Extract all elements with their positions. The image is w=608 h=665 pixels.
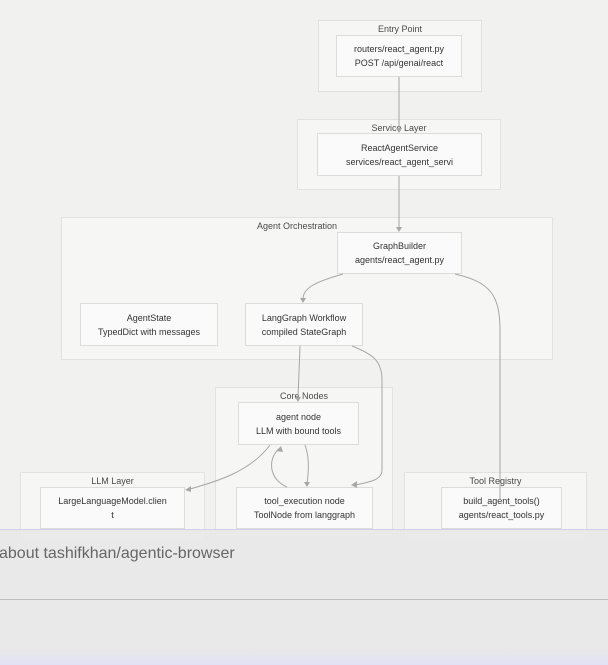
node-graph-builder-line1: GraphBuilder [372, 241, 427, 251]
arrowhead-agent [295, 397, 301, 402]
node-agent: agent node LLM with bound tools [238, 402, 359, 445]
node-workflow: LangGraph Workflow compiled StateGraph [245, 303, 363, 346]
edge-graphbuilder-to-workflow [302, 273, 344, 300]
arrowhead-service [396, 128, 402, 133]
edge-workflow-to-agent [297, 345, 301, 399]
node-agent-state: AgentState TypedDict with messages [80, 303, 218, 346]
node-agent-line2: LLM with bound tools [255, 425, 342, 436]
cluster-label-entry-point: Entry Point [377, 24, 423, 34]
node-build-tools-line1: build_agent_tools() [463, 496, 540, 506]
arrowhead-toolexec [304, 482, 310, 487]
node-llm-client-line1: LargeLanguageModel.clien [58, 496, 167, 506]
edge-graphbuilder-to-toolregistry [454, 273, 501, 500]
node-router-line2: POST /api/genai/react [354, 58, 444, 68]
node-agent-state-line1: AgentState [126, 312, 172, 323]
edge-agent-to-toolexec [304, 444, 309, 484]
overlay-bottom-edge [0, 649, 608, 665]
node-llm-client-line2: t [111, 510, 114, 520]
node-agent-state-line2: TypedDict with messages [97, 326, 201, 337]
arrowhead-toolexec-right [351, 481, 357, 488]
node-tool-execution: tool_execution node ToolNode from langgr… [236, 487, 373, 529]
node-agent-line1: agent node [275, 411, 322, 422]
node-graph-builder: GraphBuilder agents/react_agent.py [337, 232, 462, 274]
node-service-line1: ReactAgentService [360, 142, 439, 153]
node-llm-client: LargeLanguageModel.clien t [40, 487, 185, 529]
node-graph-builder-line2: agents/react_agent.py [354, 255, 445, 265]
node-service: ReactAgentService services/react_agent_s… [317, 133, 482, 176]
cluster-label-llm-layer: LLM Layer [91, 476, 134, 486]
edge-toolexec-to-agent [271, 448, 288, 488]
node-service-line2: services/react_agent_servi [345, 156, 454, 167]
node-workflow-line1: LangGraph Workflow [261, 312, 347, 323]
node-router-line1: routers/react_agent.py [353, 44, 445, 54]
repo-info-overlay: about tashifkhan/agentic-browser [0, 529, 608, 665]
node-build-tools: build_agent_tools() agents/react_tools.p… [441, 487, 562, 529]
arrowhead-llm [185, 486, 191, 492]
arrowhead-graphbuilder [396, 227, 402, 232]
node-router: routers/react_agent.py POST /api/genai/r… [336, 35, 462, 77]
edge-workflow-to-toolexec [351, 345, 383, 486]
arrowhead-workflow [300, 298, 306, 303]
arrowhead-agent-loop [276, 446, 283, 452]
node-build-tools-line2: agents/react_tools.py [458, 510, 545, 520]
cluster-label-tool-registry: Tool Registry [469, 476, 522, 486]
node-workflow-line2: compiled StateGraph [261, 326, 347, 337]
overlay-divider [0, 599, 608, 600]
cluster-label-agent-orchestration: Agent Orchestration [256, 221, 338, 231]
node-tool-execution-line2: ToolNode from langgraph [253, 510, 356, 520]
cluster-label-core-nodes: Core Nodes [279, 391, 329, 401]
edge-agent-to-llm [189, 444, 271, 490]
node-tool-execution-line1: tool_execution node [264, 496, 345, 506]
overlay-title: about tashifkhan/agentic-browser [0, 545, 235, 562]
